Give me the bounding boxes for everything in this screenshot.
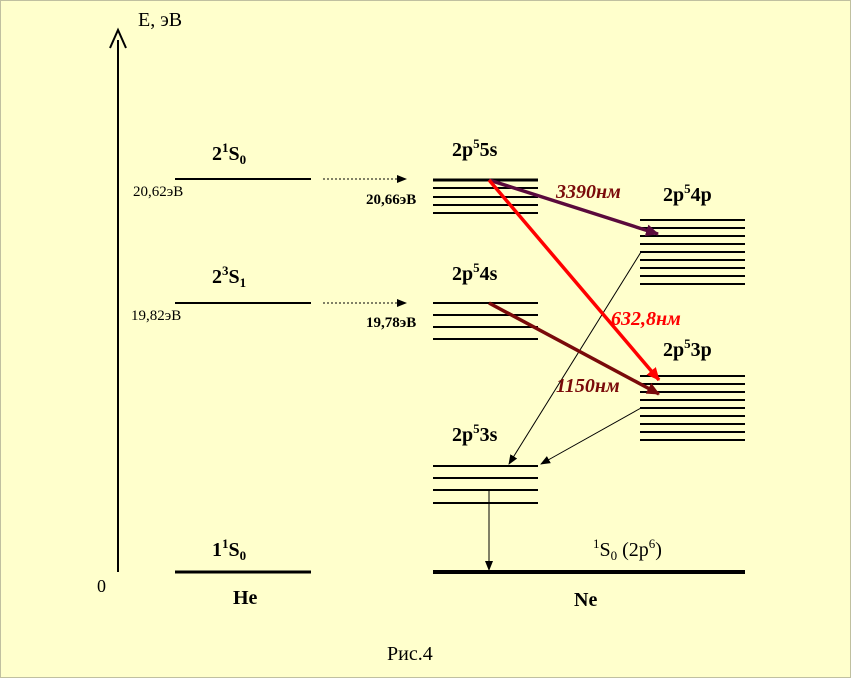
figure-caption: Рис.4 (387, 643, 433, 665)
transition-3390-arrow (488, 178, 659, 237)
ne-4s-levels (433, 302, 538, 340)
he-triplet-label: 23S1 (212, 263, 246, 290)
transition-6328-label: 632,8нм (611, 308, 681, 330)
energy-axis-arrowhead (109, 27, 127, 49)
transition-3390-label: 3390нм (555, 181, 621, 203)
ne-5s-energy: 20,66эВ (366, 192, 416, 208)
ne-3p-label: 2p53p (663, 336, 712, 361)
ne-3s-label: 2p53s (452, 421, 498, 446)
transition-1150-label: 1150нм (556, 375, 620, 397)
axis-zero-label: 0 (97, 576, 106, 596)
transition-6328-arrow (487, 178, 661, 382)
ne-3s-levels (433, 465, 538, 504)
relax-4p-to-3s (508, 251, 642, 465)
ne-5s-label: 2p55s (452, 136, 498, 161)
ne-4p-levels (640, 219, 745, 285)
energy-axis-label: E, эВ (138, 9, 182, 31)
he-column-label: He (233, 587, 258, 609)
ne-column-label: Ne (574, 589, 597, 611)
he-ground-label: 11S0 (212, 536, 246, 563)
ne-4s-energy: 19,78эВ (366, 315, 416, 331)
he-singlet-label: 21S0 (212, 140, 246, 167)
ne-4p-label: 2p54p (663, 181, 712, 206)
transition-1150-arrow (488, 301, 660, 396)
he-singlet-energy: 20,62эВ (133, 184, 183, 200)
ne-ground-label: 1S0 (2p6) (593, 536, 662, 563)
he-triplet-energy: 19,82эВ (131, 308, 181, 324)
ne-4s-label: 2p54s (452, 260, 498, 285)
relax-3p-to-3s (540, 407, 642, 465)
ne-3p-levels (640, 375, 745, 441)
ne-5s-levels (433, 178, 538, 214)
